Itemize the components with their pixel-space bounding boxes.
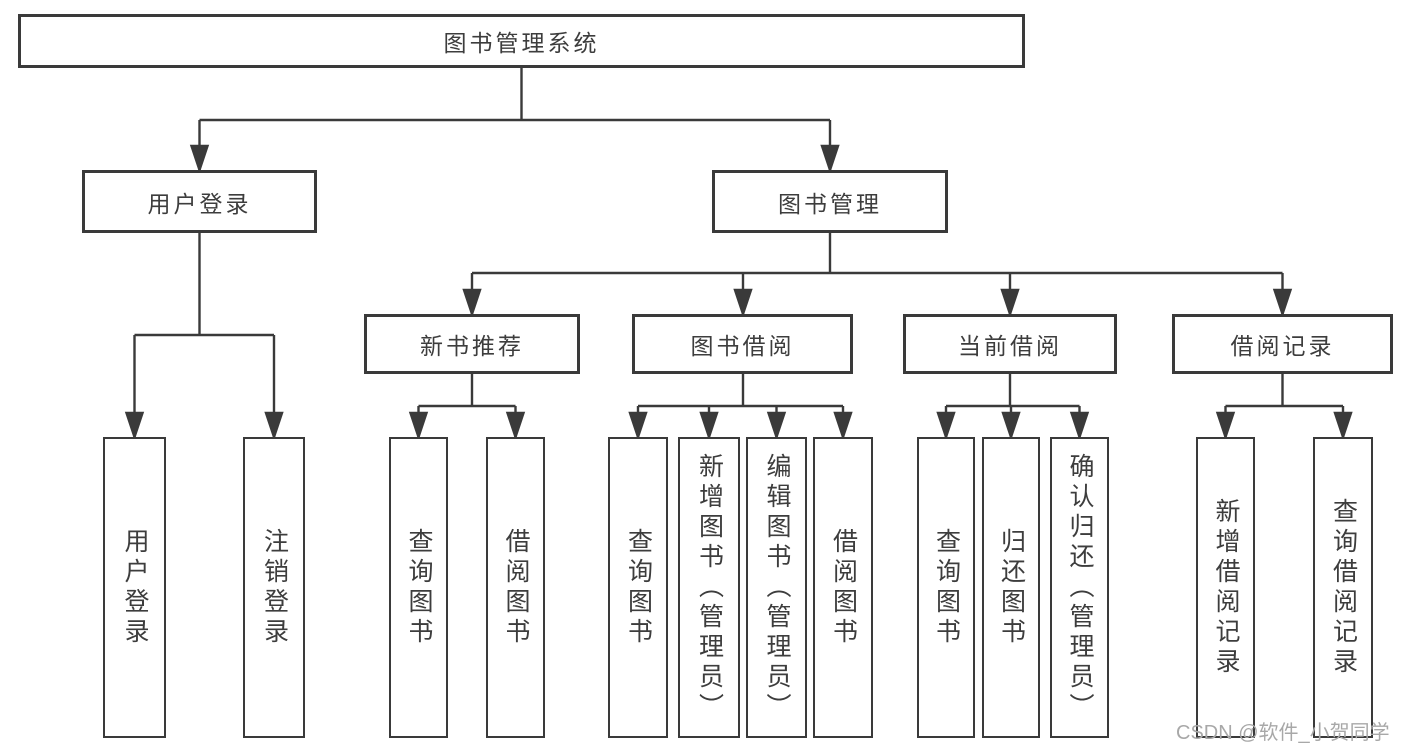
leaf-label: 新增图书（管理员） [695, 452, 724, 723]
arrowhead-icon [1272, 288, 1293, 318]
arrowhead-icon [408, 411, 429, 441]
node-query-books-recommend: 查询图书 [389, 437, 448, 738]
arrowhead-icon [820, 144, 840, 174]
node-borrowing-records: 借阅记录 [1172, 314, 1393, 374]
arrowhead-icon [628, 411, 648, 441]
connector-book-borrowing-to-leaves [628, 374, 853, 441]
leaf-label: 新增借阅记录 [1212, 497, 1240, 678]
node-query-borrow-record: 查询借阅记录 [1313, 437, 1373, 738]
leaf-label: 用户登录 [121, 527, 149, 648]
arrowhead-icon [1215, 411, 1236, 441]
watermark: CSDN @软件_小贺同学 [1176, 722, 1390, 744]
connector-user-login-to-leaves [124, 233, 284, 441]
node-book-borrowing: 图书借阅 [632, 314, 853, 374]
node-library-system: 图书管理系统 [18, 14, 1025, 68]
arrowhead-icon [833, 411, 853, 441]
arrowhead-icon [766, 411, 787, 441]
node-query-books-borrowing: 查询图书 [608, 437, 668, 738]
node-edit-book-admin: 编辑图书（管理员） [746, 437, 807, 738]
node-current-borrowing: 当前借阅 [903, 314, 1117, 374]
connector-borrow-records-to-leaves [1215, 374, 1353, 441]
arrowhead-icon [733, 288, 753, 318]
leaf-label: 借阅图书 [829, 527, 858, 648]
leaf-label: 编辑图书（管理员） [763, 452, 791, 723]
arrowhead-icon [505, 411, 526, 441]
node-user-login-leaf: 用户登录 [103, 437, 166, 738]
node-return-books: 归还图书 [982, 437, 1040, 738]
arrowhead-icon [1001, 411, 1021, 441]
node-book-management: 图书管理 [712, 170, 948, 233]
leaf-label: 查询借阅记录 [1329, 497, 1358, 678]
leaf-label: 查询图书 [624, 527, 653, 648]
arrowhead-icon [1000, 288, 1020, 318]
connector-book-management-to-level3 [462, 233, 1293, 318]
arrowhead-icon [264, 411, 284, 441]
leaf-label: 查询图书 [932, 527, 961, 648]
arrowhead-icon [124, 411, 145, 441]
node-new-book-recommendation: 新书推荐 [364, 314, 580, 374]
connector-root-to-level2 [189, 68, 840, 174]
leaf-label: 确认归还（管理员） [1066, 452, 1094, 723]
arrowhead-icon [462, 288, 482, 318]
node-confirm-return-admin: 确认归还（管理员） [1050, 437, 1109, 738]
leaf-label: 注销登录 [260, 527, 289, 648]
arrowhead-icon [936, 411, 956, 441]
node-add-borrow-record: 新增借阅记录 [1196, 437, 1255, 738]
connector-current-borrowing-to-leaves [936, 374, 1090, 441]
arrowhead-icon [1333, 411, 1353, 441]
leaf-label: 借阅图书 [502, 527, 530, 648]
arrowhead-icon [699, 411, 719, 441]
arrowhead-icon [1069, 411, 1090, 441]
connector-new-book-to-leaves [408, 374, 526, 441]
node-add-book-admin: 新增图书（管理员） [678, 437, 740, 738]
node-logout: 注销登录 [243, 437, 305, 738]
node-user-login: 用户登录 [82, 170, 317, 233]
arrowhead-icon [189, 144, 210, 174]
node-borrow-books-recommend: 借阅图书 [486, 437, 545, 738]
leaf-label: 查询图书 [405, 527, 433, 648]
node-borrow-books-borrowing: 借阅图书 [813, 437, 873, 738]
node-query-books-current: 查询图书 [917, 437, 975, 738]
leaf-label: 归还图书 [997, 527, 1026, 648]
